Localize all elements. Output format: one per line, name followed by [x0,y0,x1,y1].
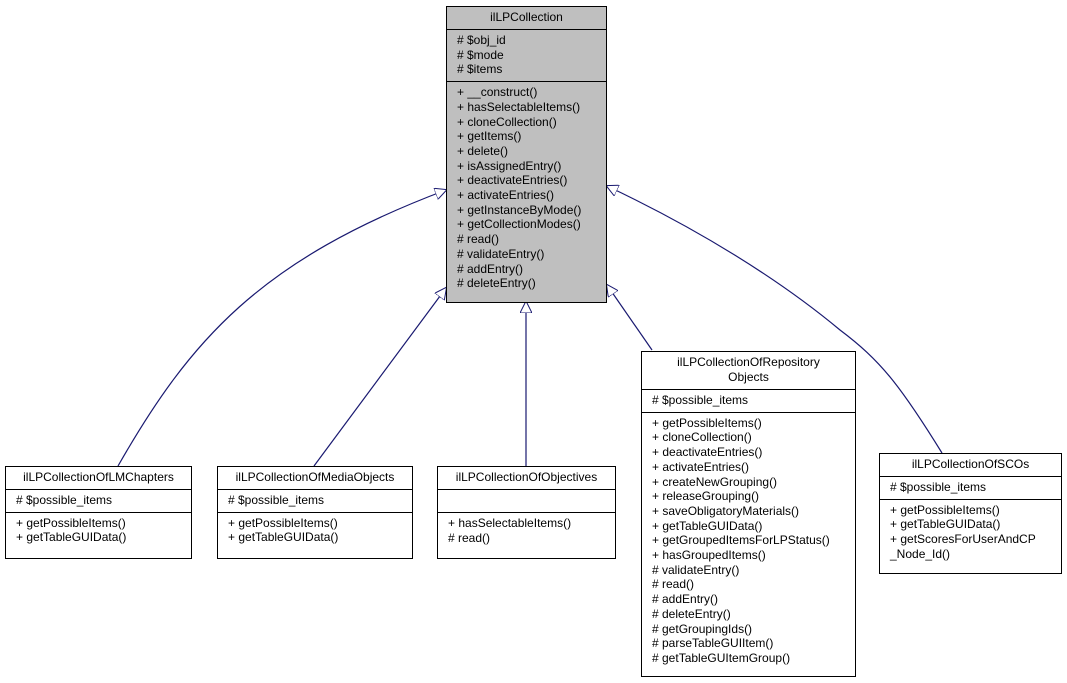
operation: # parseTableGUIItem() [652,636,774,651]
operation: # read() [448,530,491,545]
operation: + releaseGrouping() [652,489,760,504]
operation: _Node_Id() [890,546,951,561]
operation: + getItems() [457,129,522,144]
attribute: # $possible_items [652,393,749,407]
operation: + getTableGUIData() [890,517,1001,532]
operation: + cloneCollection() [457,114,557,129]
attribute-list: # $possible_items [6,490,191,513]
operation: + getPossibleItems() [228,515,338,530]
edge-scos-to-base [607,186,943,454]
class-name: ilLPCollectionOfSCOs [880,454,1061,477]
operation-list: + hasSelectableItems() # read() [438,513,615,549]
class-ilLPCollectionOfRepositoryObjects[interactable]: ilLPCollectionOfRepository Objects # $po… [641,351,856,677]
operation: + getScoresForUserAndCP [890,532,1036,547]
operation-list: + getPossibleItems() + getTableGUIData() [218,513,412,549]
attribute: # $obj_id [457,33,506,47]
operation: # addEntry() [652,592,719,607]
operation: # getTableGUItemGroup() [652,650,791,665]
edge-media-to-base [313,288,446,467]
operation: # deleteEntry() [652,606,731,621]
operation: + getPossibleItems() [652,415,762,430]
class-ilLPCollectionOfSCOs[interactable]: ilLPCollectionOfSCOs # $possible_items +… [879,453,1062,574]
class-name: ilLPCollectionOfRepository Objects [642,352,855,390]
class-name: ilLPCollectionOfMediaObjects [218,467,412,490]
operation: + getTableGUIData() [228,530,339,545]
edge-lm-to-base [117,190,446,467]
operation: + activateEntries() [652,459,750,474]
attribute: # $possible_items [228,493,325,507]
attribute: # $mode [457,47,504,62]
operation: + createNewGrouping() [652,474,778,489]
operation: + hasSelectableItems() [448,516,572,530]
operation: + deactivateEntries() [457,173,568,188]
edge-repo-to-base [607,285,653,351]
operation: # validateEntry() [457,246,545,261]
operation-list: + __construct() + hasSelectableItems() +… [447,82,606,295]
operation: + hasSelectableItems() [457,99,581,114]
attribute-list: # $obj_id # $mode # $items [447,30,606,83]
class-name: ilLPCollection [447,7,606,30]
attribute-list: # $possible_items [642,390,855,413]
operation: # getGroupingIds() [652,621,753,636]
class-ilLPCollectionOfLMChapters[interactable]: ilLPCollectionOfLMChapters # $possible_i… [5,466,192,559]
operation: + getGroupedItemsForLPStatus() [652,533,830,548]
operation: + cloneCollection() [652,430,752,445]
class-name: ilLPCollectionOfLMChapters [6,467,191,490]
operation: + hasGroupedItems() [652,548,766,563]
operation: + activateEntries() [457,188,555,203]
class-ilLPCollectionOfMediaObjects[interactable]: ilLPCollectionOfMediaObjects # $possible… [217,466,413,559]
class-ilLPCollectionOfObjectives[interactable]: ilLPCollectionOfObjectives + hasSelectab… [437,466,616,559]
attribute: # $possible_items [890,480,987,494]
operation: + getPossibleItems() [890,502,1000,517]
class-name-line: ilLPCollectionOfRepository [677,355,820,369]
operation: + getInstanceByMode() [457,202,582,217]
attribute: # $possible_items [16,493,113,507]
operation: + deactivateEntries() [652,445,763,460]
operation-list: + getPossibleItems() + cloneCollection()… [642,413,855,670]
attribute-list [438,490,615,513]
operation: # read() [652,577,695,592]
operation: # validateEntry() [652,562,740,577]
class-ilLPCollection[interactable]: ilLPCollection # $obj_id # $mode # $item… [446,6,607,303]
operation: + saveObligatoryMaterials() [652,503,800,518]
operation: # addEntry() [457,261,524,276]
operation: # read() [457,232,500,247]
operation: + __construct() [457,85,538,100]
attribute: # $items [457,62,503,77]
attribute-list: # $possible_items [880,477,1061,500]
class-name: ilLPCollectionOfObjectives [438,467,615,490]
operation-list: + getPossibleItems() + getTableGUIData()… [880,500,1061,566]
operation: + getCollectionModes() [457,217,581,232]
class-name-line: Objects [728,370,769,384]
operation-list: + getPossibleItems() + getTableGUIData() [6,513,191,549]
operation: + getTableGUIData() [652,518,763,533]
operation: + getPossibleItems() [16,515,126,530]
attribute-list: # $possible_items [218,490,412,513]
operation: + isAssignedEntry() [457,158,562,173]
operation: # deleteEntry() [457,276,536,291]
operation: + getTableGUIData() [16,530,127,545]
operation: + delete() [457,143,509,158]
